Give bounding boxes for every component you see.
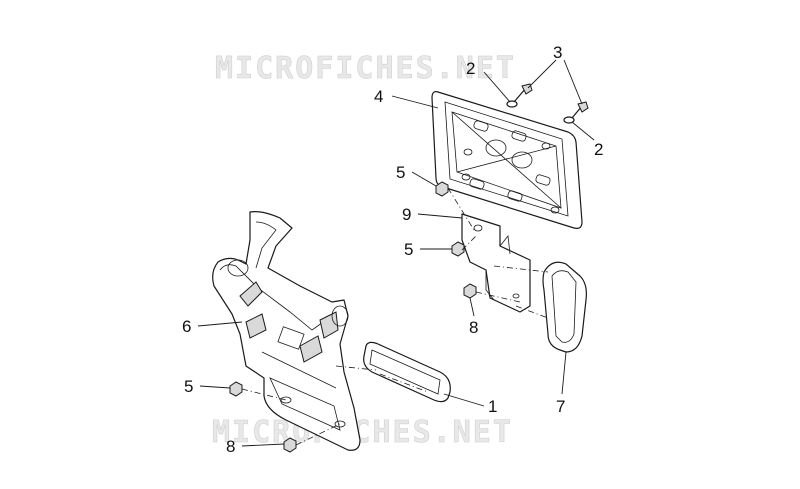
leader-line-1 (443, 393, 485, 407)
callout-2-right: 2 (594, 140, 603, 159)
screw-part-3-right (571, 101, 589, 119)
callout-4: 4 (374, 87, 383, 106)
axis-line (515, 305, 549, 319)
nut-part-8-middle (463, 283, 477, 299)
callout-7: 7 (556, 397, 565, 416)
leader-line-3a (527, 59, 557, 89)
reflector-part-7 (542, 261, 587, 353)
callout-2-top: 2 (466, 59, 475, 78)
nut-part-5-top (435, 181, 449, 197)
washer-part-2-left (506, 100, 518, 108)
callout-5-bottom: 5 (184, 377, 193, 396)
axis-line (379, 373, 429, 393)
leader-line-8b (469, 297, 475, 317)
axis-line (241, 388, 287, 401)
mounting-plate-part-4 (431, 91, 583, 229)
leader-line-5a (411, 171, 437, 187)
plate-holder-part-6 (212, 211, 361, 451)
nut-part-5-middle (451, 241, 465, 257)
leader-line-6 (197, 321, 243, 327)
callout-8-bottom: 8 (226, 437, 235, 456)
leader-line-2a (483, 71, 511, 103)
watermark-top: MICROFICHES.NET (215, 51, 516, 86)
nut-part-8-bottom (283, 437, 297, 453)
axis-line (475, 291, 521, 303)
leader-line-3b (563, 59, 583, 105)
washer-part-2-right (563, 116, 575, 124)
bracket-part-9 (461, 213, 531, 313)
callout-5-middle: 5 (404, 240, 413, 259)
axis-line (295, 423, 341, 446)
callout-9: 9 (402, 205, 411, 224)
watermark-bottom: MICROFICHES.NET (212, 415, 513, 450)
callout-3: 3 (553, 43, 562, 62)
callout-8-middle: 8 (469, 318, 478, 337)
leader-line-5c (199, 385, 231, 389)
axis-line (447, 187, 475, 231)
callout-5-top: 5 (396, 163, 405, 182)
leader-line-8a (241, 443, 285, 447)
leader-line-9 (417, 213, 463, 219)
axis-line (461, 235, 477, 251)
axis-line (493, 265, 549, 273)
callout-6: 6 (182, 317, 191, 336)
leader-line-4 (391, 95, 439, 109)
reflector-part-1 (363, 341, 451, 403)
callout-1: 1 (488, 397, 497, 416)
nut-part-5-bottom (229, 381, 243, 397)
leader-line-2b (571, 121, 595, 141)
leader-line-7 (561, 351, 567, 395)
